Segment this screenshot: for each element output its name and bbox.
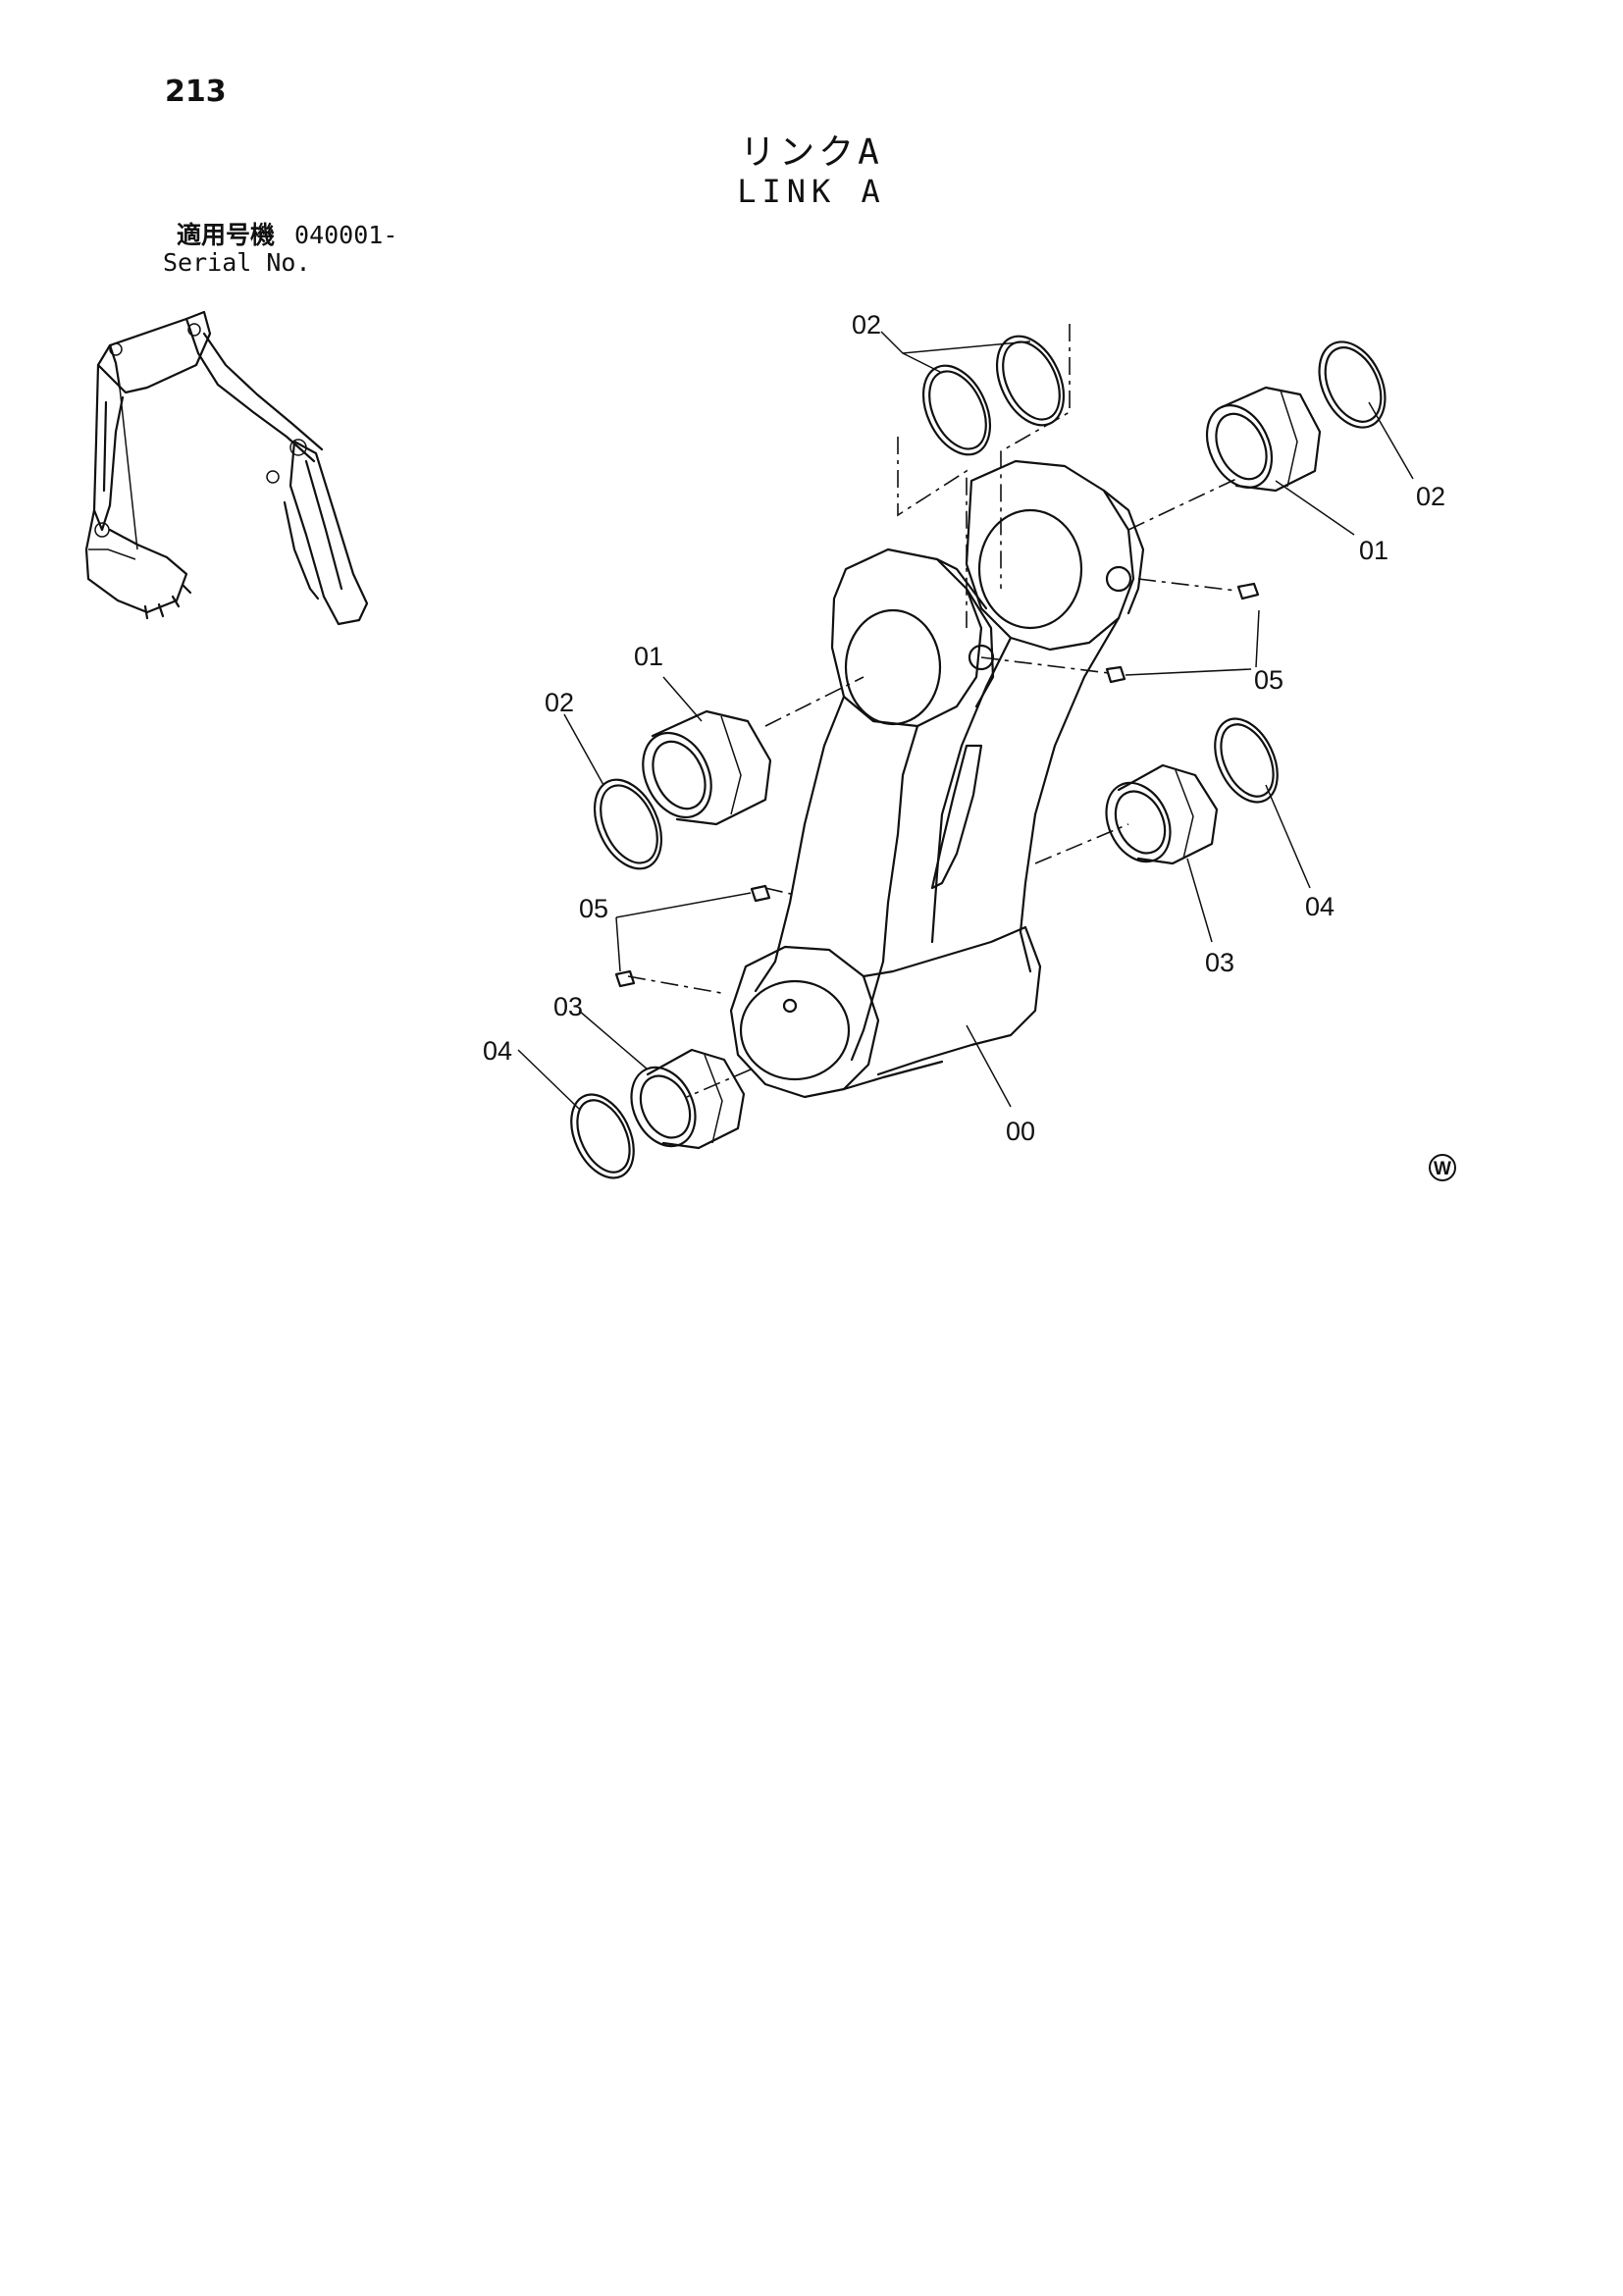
serial-label-japanese: 適用号機	[177, 221, 276, 249]
serial-value: 040001-	[294, 221, 398, 249]
callout-00: 00	[1006, 1117, 1035, 1146]
page-number: 213	[165, 75, 227, 109]
bushing-01-left	[642, 709, 772, 826]
seal-04-left	[570, 1093, 635, 1179]
callout-05-right: 05	[1254, 665, 1283, 695]
callout-01-left: 01	[634, 642, 663, 671]
axis-lines	[627, 324, 1237, 1098]
callout-01-right: 01	[1359, 536, 1388, 565]
callout-02-right: 02	[1416, 482, 1445, 511]
serial-number-block: 適用号機 040001- Serial No.	[163, 222, 397, 277]
grease-fittings-05	[614, 582, 1260, 988]
circled-w-mark: W	[1429, 1154, 1456, 1181]
leader-lines	[517, 331, 1414, 1110]
seal-02-right	[1318, 340, 1387, 429]
callout-05-left: 05	[579, 894, 608, 923]
seal-04-right	[1214, 717, 1279, 804]
page-title-japanese: リンクA	[740, 132, 883, 173]
page-title-english: LINK A	[737, 173, 886, 210]
bushing-03-left	[630, 1048, 746, 1150]
callout-04-left: 04	[483, 1036, 512, 1066]
excavator-attachment-thumbnail	[84, 310, 369, 626]
callout-02-top: 02	[852, 310, 881, 339]
callout-02-left: 02	[545, 688, 574, 717]
mark-letter: W	[1434, 1159, 1451, 1179]
callout-labels: 02 02 01 01 02 05 04 05 03 03 04 00	[483, 310, 1445, 1146]
bushing-01-right	[1205, 386, 1322, 493]
bushing-03-right	[1105, 763, 1219, 865]
seal-02-top-pair	[921, 335, 1066, 456]
callout-03-left: 03	[553, 992, 583, 1021]
link-body	[729, 459, 1145, 1099]
serial-label-english: Serial No.	[163, 248, 311, 277]
callout-03-right: 03	[1205, 948, 1234, 977]
callout-04-right: 04	[1305, 892, 1335, 921]
seal-02-left	[593, 778, 663, 870]
